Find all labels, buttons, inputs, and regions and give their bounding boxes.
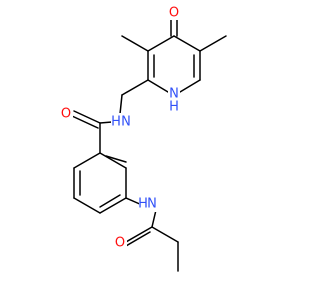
bond <box>99 121 113 124</box>
bond <box>173 35 201 52</box>
bond <box>99 194 121 208</box>
bond <box>99 152 127 169</box>
bond <box>105 155 127 163</box>
bond <box>151 209 157 228</box>
bond <box>119 94 123 115</box>
bond <box>151 226 179 243</box>
pyridinone-ring <box>147 35 201 93</box>
methyl-bond-left <box>121 35 149 52</box>
atom-amide-oxygen: O <box>60 107 73 122</box>
atom-ring-nh: N H <box>168 87 180 115</box>
nitrogen-label: N <box>147 197 157 212</box>
oxygen-label: O <box>115 236 125 251</box>
bond <box>99 197 127 214</box>
bond <box>179 79 201 93</box>
molecule-structure: O N H N H O N H O <box>60 6 227 272</box>
hydrogen-label: H <box>138 197 148 212</box>
nitrogen-label: N <box>169 87 179 102</box>
hydrogen-label: H <box>169 100 179 115</box>
oxygen-label: O <box>61 107 71 122</box>
atom-propanamide-oxygen: O <box>114 236 127 251</box>
bond <box>147 79 169 93</box>
hydrogen-label: H <box>111 115 121 130</box>
bond <box>125 231 151 247</box>
bond <box>121 79 149 96</box>
bond <box>73 110 101 124</box>
bond <box>73 152 101 169</box>
nitrogen-label: N <box>121 115 131 130</box>
atom-ketone-oxygen: O <box>168 6 180 21</box>
atom-amide-nh: N H <box>111 113 131 131</box>
atom-anilide-nh: N H <box>138 196 161 212</box>
bond <box>73 197 101 214</box>
bond <box>71 115 99 129</box>
benzene-ring <box>73 122 127 214</box>
bond <box>125 226 153 243</box>
ketone-group <box>170 19 178 37</box>
methyl-bond-right <box>199 35 227 52</box>
bond <box>147 35 175 52</box>
oxygen-label: O <box>169 6 179 21</box>
